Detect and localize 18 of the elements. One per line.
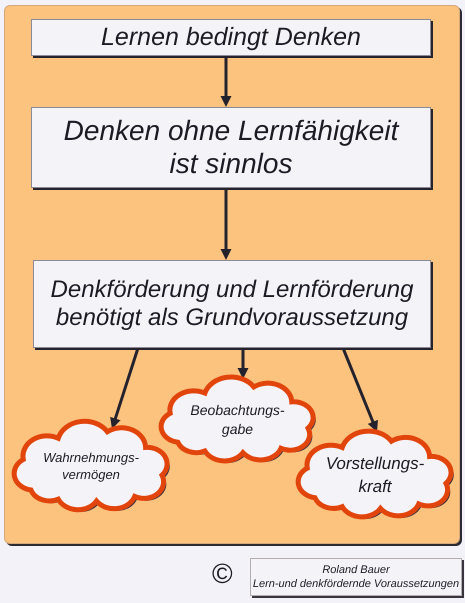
arrow: [342, 347, 378, 432]
caption-box: [250, 558, 462, 596]
cloud-text: Wahrnehmungs- vermögen: [43, 450, 139, 484]
box-text: Denken ohne Lernfähigkeit ist sinnlos: [62, 115, 400, 180]
cloud-text: Vorstellungs- kraft: [326, 453, 424, 498]
process-box: [31, 107, 431, 188]
arrow: [220, 56, 232, 107]
arrow: [238, 348, 248, 379]
process-box: [31, 19, 431, 56]
process-box: [33, 260, 431, 348]
arrow: [110, 348, 140, 429]
box-text: Lernen bedingt Denken: [100, 23, 362, 52]
copyright-symbol: ©: [212, 560, 233, 588]
arrow: [220, 188, 232, 260]
box-text: Denkförderung und Lernförderung benötigt als Grundvoraussetzung: [50, 276, 414, 332]
author-name: Roland Bauer: [322, 562, 390, 577]
cloud-text: Beobachtungs- gabe: [190, 401, 285, 438]
note-text: Lern-und denkfördernde Voraussetzungen: [252, 577, 460, 592]
